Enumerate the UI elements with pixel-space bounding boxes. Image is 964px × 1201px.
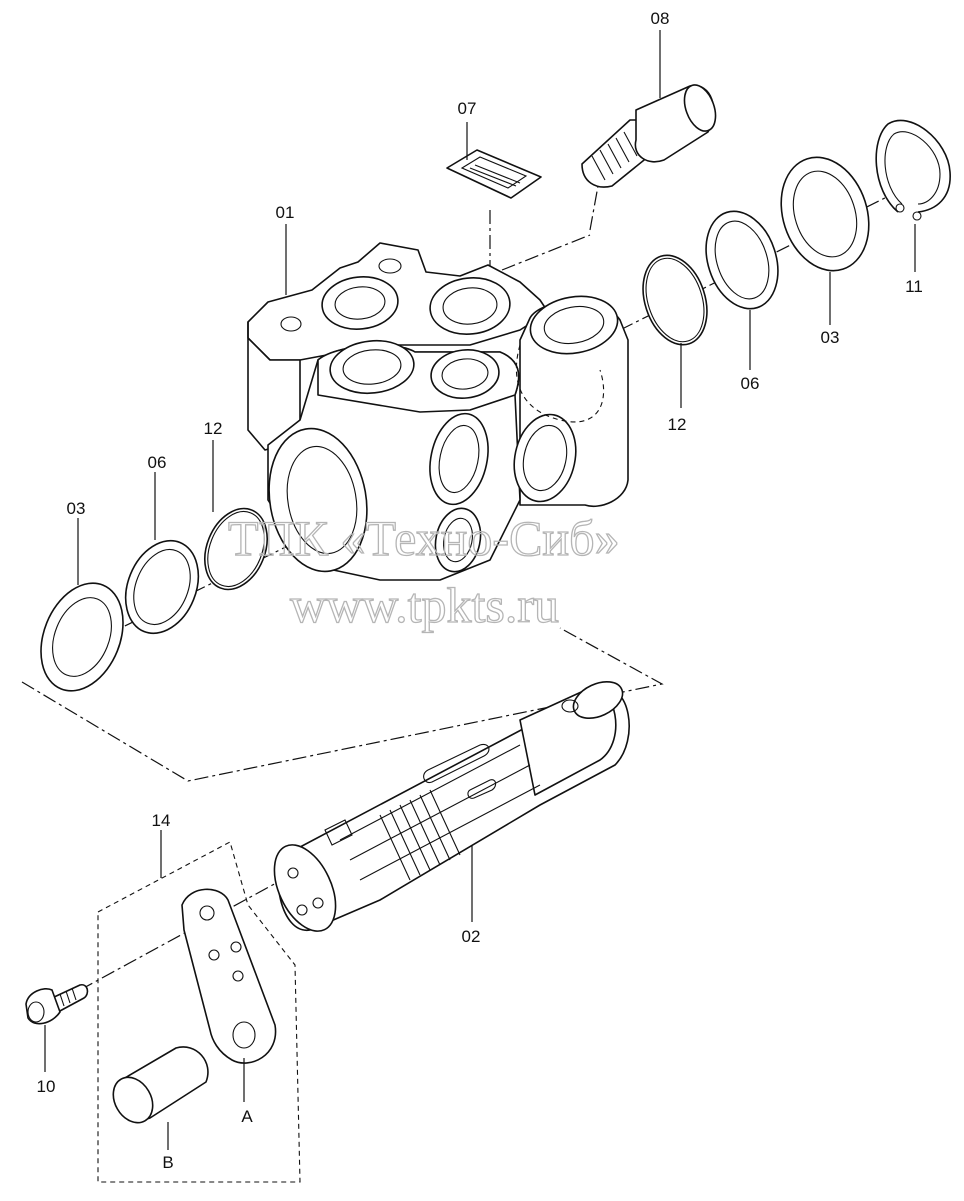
label-B: B bbox=[162, 1153, 173, 1172]
label-02: 02 bbox=[462, 927, 481, 946]
label-06-right: 06 bbox=[741, 374, 760, 393]
leader-lines bbox=[44, 30, 916, 1150]
label-07: 07 bbox=[458, 99, 477, 118]
label-12-right: 12 bbox=[668, 415, 687, 434]
part-14-lever-assembly bbox=[97, 841, 301, 1183]
part-labels: 08 07 01 12 06 03 11 12 06 03 14 02 10 A… bbox=[37, 9, 923, 1172]
part-08-plug-screw bbox=[581, 84, 717, 188]
part-03-left-washer bbox=[40, 582, 124, 692]
part-12-right-oring bbox=[642, 254, 708, 346]
part-11-snap-ring bbox=[875, 119, 951, 221]
part-01-valve-body bbox=[247, 242, 629, 581]
part-06-right-ring bbox=[705, 210, 779, 310]
watermark-line-2: www.tpkts.ru bbox=[290, 577, 559, 633]
part-07-gasket bbox=[446, 149, 542, 199]
part-06-left-ring bbox=[124, 539, 200, 635]
label-03-right: 03 bbox=[821, 328, 840, 347]
label-12-left: 12 bbox=[204, 419, 223, 438]
part-10-bolt bbox=[25, 984, 89, 1025]
label-14: 14 bbox=[152, 811, 171, 830]
label-08: 08 bbox=[651, 9, 670, 28]
label-01: 01 bbox=[276, 203, 295, 222]
label-03-left: 03 bbox=[67, 499, 86, 518]
label-10: 10 bbox=[37, 1077, 56, 1096]
watermark: ТПК «Техно-Сиб» www.tpkts.ru bbox=[227, 509, 620, 633]
label-A: A bbox=[241, 1107, 253, 1126]
part-03-right-washer bbox=[780, 156, 870, 272]
part-02-spool bbox=[273, 681, 630, 932]
watermark-line-1: ТПК «Техно-Сиб» bbox=[228, 510, 620, 566]
label-06-left: 06 bbox=[148, 453, 167, 472]
label-11: 11 bbox=[905, 277, 923, 296]
part-12-left-oring bbox=[204, 507, 268, 591]
